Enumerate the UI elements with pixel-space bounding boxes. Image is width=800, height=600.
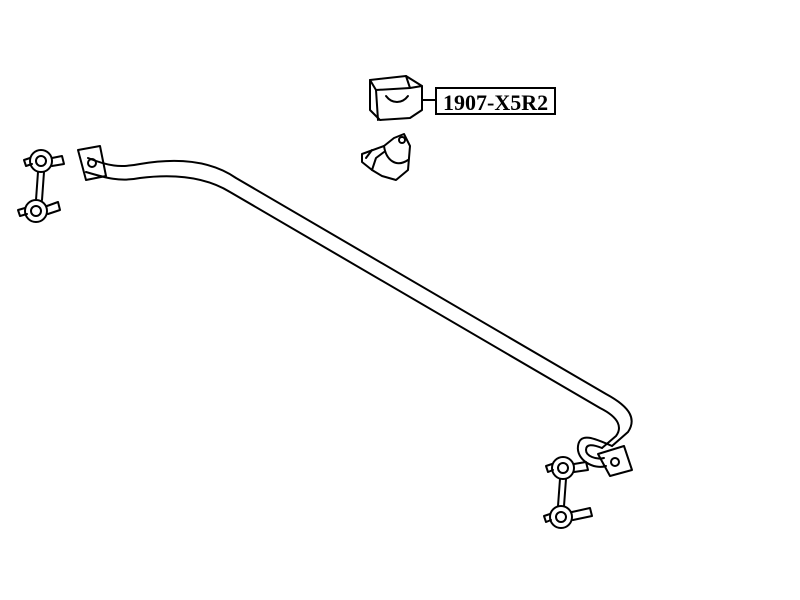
stabilizer-bushing (369, 75, 423, 121)
left-stabilizer-link (17, 149, 65, 223)
right-stabilizer-link (543, 456, 593, 529)
right-bar-end-eye (576, 436, 633, 477)
left-bar-end-eye (77, 145, 107, 181)
bushing-bracket (361, 133, 411, 181)
part-number-label: 1907-X5R2 (435, 87, 557, 115)
stabilizer-bar (85, 157, 633, 449)
